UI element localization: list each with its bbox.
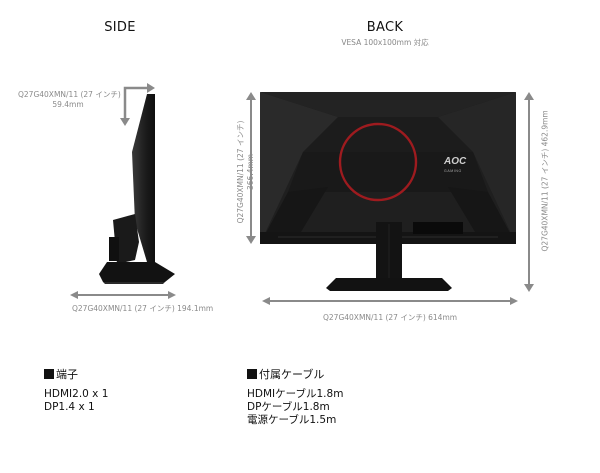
aoc-gaming-text: GAMING <box>444 169 462 173</box>
side-heading: SIDE <box>104 20 136 35</box>
back-width-arrow-icon <box>262 297 518 305</box>
port-item: DP1.4 x 1 <box>44 401 95 413</box>
accessory-item: HDMIケーブル1.8m <box>247 388 344 400</box>
back-monitor-image: AOC GAMING <box>260 92 516 291</box>
back-panel-height-arrow-icon <box>246 92 256 244</box>
aoc-logo: AOC <box>443 156 467 167</box>
vesa-note: VESA 100x100mm 対応 <box>341 38 429 47</box>
side-depth-label: Q27G40XMN/11 (27 インチ) 59.4mm <box>18 90 121 109</box>
ports-section: 端子 HDMI2.0 x 1 DP1.4 x 1 <box>44 366 108 414</box>
back-total-height-arrow-icon <box>524 92 534 292</box>
port-item: HDMI2.0 x 1 <box>44 388 109 400</box>
accessories-title: 付属ケーブル <box>247 366 343 382</box>
vesa-ring-icon <box>338 122 418 202</box>
side-monitor-image <box>99 94 175 284</box>
back-panel-height-label: Q27G40XMN/11 (27 インチ) 366.4mm <box>236 120 255 224</box>
side-depth-arrow-icon <box>120 83 155 126</box>
back-width-label: Q27G40XMN/11 (27 インチ) 614mm <box>323 313 458 322</box>
accessory-item: DPケーブル1.8m <box>247 401 330 413</box>
ports-title: 端子 <box>44 366 108 382</box>
square-bullet-icon <box>44 369 54 379</box>
back-total-height-label: Q27G40XMN/11 (27 インチ) 462.9mm <box>540 110 550 252</box>
accessories-section: 付属ケーブル HDMIケーブル1.8m DPケーブル1.8m 電源ケーブル1.5… <box>247 366 343 427</box>
side-base-depth-label: Q27G40XMN/11 (27 インチ) 194.1mm <box>72 304 214 313</box>
square-bullet-icon <box>247 369 257 379</box>
accessory-item: 電源ケーブル1.5m <box>247 414 337 426</box>
back-heading: BACK <box>366 20 404 35</box>
side-base-depth-arrow-icon <box>70 291 176 299</box>
